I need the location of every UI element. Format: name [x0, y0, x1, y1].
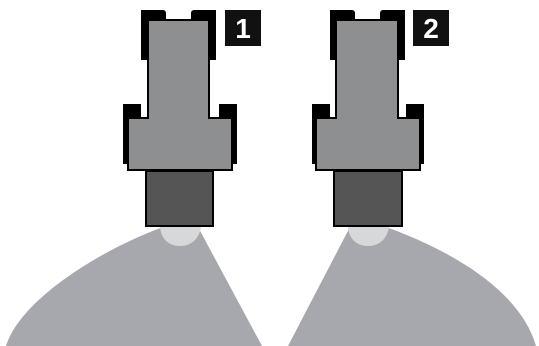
badge-1-bg — [225, 10, 261, 46]
badge-2: 2 — [413, 10, 449, 46]
lens-dome-2 — [348, 227, 389, 246]
lens-dome-1 — [160, 227, 201, 246]
top-clip-tab-left-2 — [330, 10, 338, 60]
device-2 — [288, 10, 536, 346]
badge-1-label: 1 — [235, 13, 251, 44]
lens-housing-2 — [333, 170, 403, 227]
body-2 — [315, 19, 421, 171]
lens-housing-1 — [145, 170, 214, 227]
top-clip-tab-right-2 — [397, 10, 405, 60]
device-1 — [6, 10, 262, 346]
badge-2-bg — [413, 10, 449, 46]
badge-2-label: 2 — [423, 13, 439, 44]
top-clip-tab-right-1 — [208, 10, 216, 60]
top-clip-tab-left-1 — [141, 10, 149, 60]
badge-1: 1 — [225, 10, 261, 46]
body-1 — [127, 19, 233, 171]
beam-2 — [288, 227, 536, 346]
beam-1 — [6, 227, 262, 346]
